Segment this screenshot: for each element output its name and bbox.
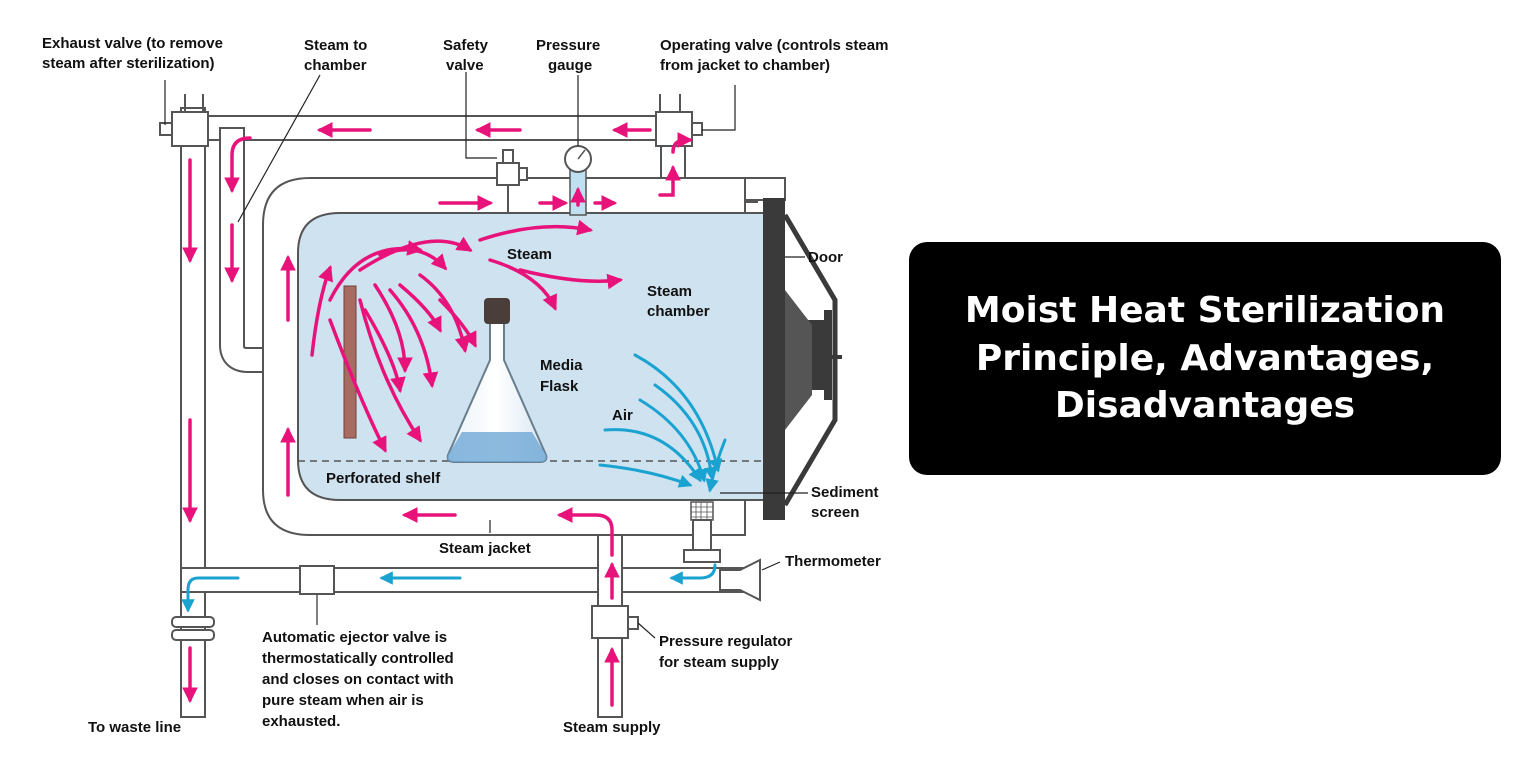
title-line-1: Moist Heat Sterilization xyxy=(964,289,1446,331)
label-ejector-line5: exhausted. xyxy=(262,713,340,730)
label-media-flask-line2: Flask xyxy=(540,378,579,395)
shelf-rod xyxy=(343,285,357,439)
label-thermometer: Thermometer xyxy=(785,553,881,570)
label-media-flask-line1: Media xyxy=(540,357,583,374)
media-flask xyxy=(446,298,548,463)
door xyxy=(763,198,842,520)
steam-flow-arrows xyxy=(182,122,694,707)
thermometer xyxy=(719,558,761,602)
label-sediment-screen-line2: screen xyxy=(811,504,859,521)
waste-line-union xyxy=(171,616,215,641)
label-perforated-shelf: Perforated shelf xyxy=(326,470,441,487)
label-safety-valve-line1: Safety xyxy=(443,37,489,54)
ejector-valve xyxy=(299,565,335,625)
label-to-waste-line: To waste line xyxy=(88,719,181,736)
label-air: Air xyxy=(612,407,633,424)
label-sediment-screen-line1: Sediment xyxy=(811,484,879,501)
title-card: Moist Heat Sterilization Principle, Adva… xyxy=(909,242,1501,475)
label-steam: Steam xyxy=(507,246,552,263)
label-ejector-line2: thermostatically controlled xyxy=(262,650,454,667)
operating-valve xyxy=(655,111,703,147)
diagram-labels: Exhaust valve (to remove steam after ste… xyxy=(42,35,888,736)
label-pressure-regulator-line2: for steam supply xyxy=(659,654,780,671)
label-door: Door xyxy=(808,249,843,266)
leader-lines xyxy=(164,72,808,639)
safety-valve xyxy=(496,149,528,213)
label-steam-chamber-line2: chamber xyxy=(647,303,710,320)
label-pressure-regulator-line1: Pressure regulator xyxy=(659,633,793,650)
label-exhaust-valve-line1: Exhaust valve (to remove xyxy=(42,35,223,52)
label-exhaust-valve-line2: steam after sterilization) xyxy=(42,55,215,72)
label-steam-chamber-line1: Steam xyxy=(647,283,692,300)
label-steam-supply: Steam supply xyxy=(563,719,661,736)
label-steam-jacket: Steam jacket xyxy=(439,540,531,557)
title-line-3: Disadvantages xyxy=(1054,385,1356,427)
label-ejector-line1: Automatic ejector valve is xyxy=(262,629,447,646)
label-ejector-line3: and closes on contact with xyxy=(262,671,454,688)
label-ejector-line4: pure steam when air is xyxy=(262,692,424,709)
label-pressure-gauge-line1: Pressure xyxy=(536,37,600,54)
title-line-2: Principle, Advantages, xyxy=(975,337,1435,379)
label-operating-valve-line2: from jacket to chamber) xyxy=(660,57,830,74)
label-safety-valve-line2: valve xyxy=(446,57,484,74)
pressure-gauge xyxy=(564,145,592,216)
label-steam-to-chamber-line2: chamber xyxy=(304,57,367,74)
label-pressure-gauge-line2: gauge xyxy=(548,57,592,74)
sediment-screen xyxy=(683,501,721,563)
pressure-regulator xyxy=(591,605,639,639)
label-operating-valve-line1: Operating valve (controls steam xyxy=(660,37,888,54)
jacket-outlet xyxy=(744,177,786,201)
air-flow-arrows xyxy=(181,353,727,613)
pipe-network xyxy=(177,94,758,718)
exhaust-valve xyxy=(159,111,209,147)
label-steam-to-chamber-line1: Steam to xyxy=(304,37,367,54)
